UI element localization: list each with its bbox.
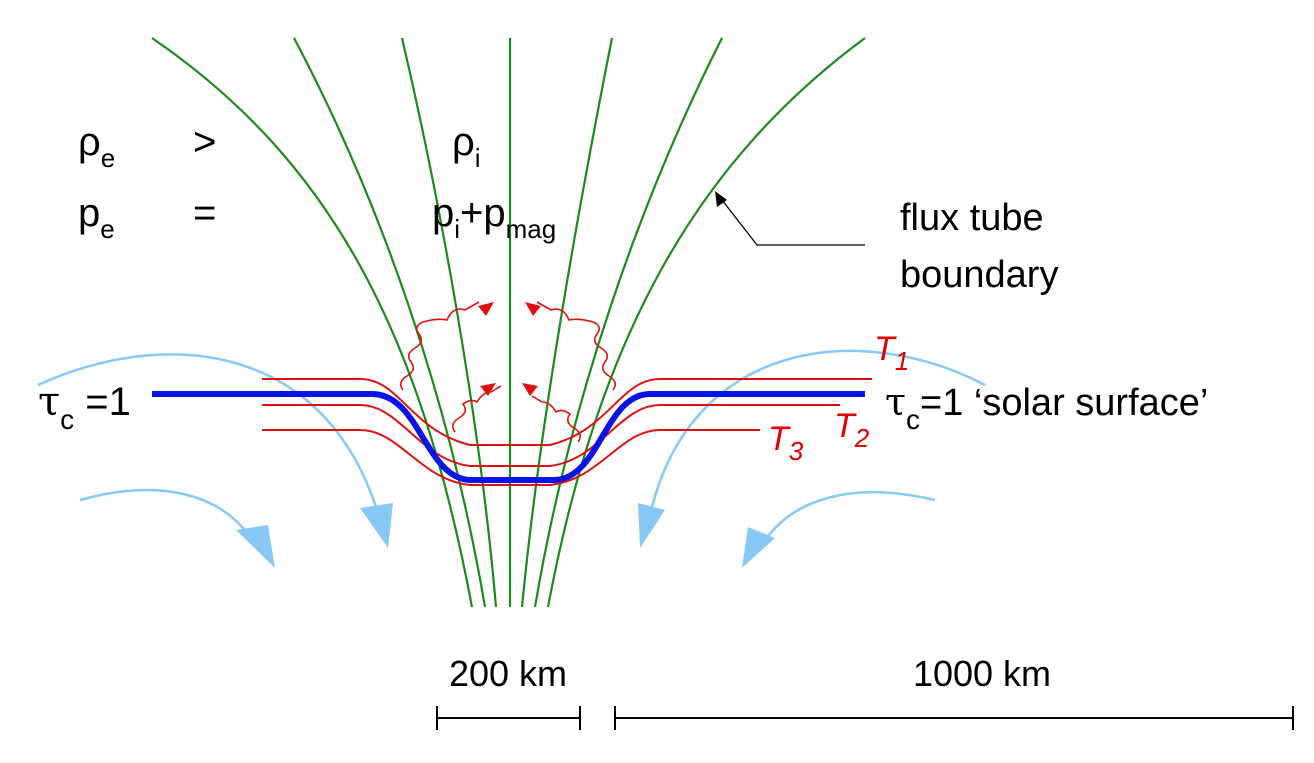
radiation-arrows [399,301,617,443]
flow-arrow [648,349,986,516]
radiation-arrowhead [525,302,541,316]
radiation-wave [536,301,617,391]
convective-flows [37,349,986,568]
optical-depth-unity-surface [152,391,865,483]
field-line [293,37,487,608]
scale-1000km-label: 1000 km [913,653,1051,694]
scale-bar-1000km: 1000 km [614,653,1294,730]
field-line [533,37,723,608]
t1-label: T1 [874,330,909,376]
field-line [151,37,474,608]
t3-label: T3 [768,420,804,466]
flow-arrowhead [236,525,275,568]
flow-arrow [79,488,257,546]
rho-e-symbol: ρe [78,120,115,173]
equals-operator: = [193,191,216,235]
t2-label: T2 [834,407,870,453]
isotherms [262,378,872,486]
radiation-wave [451,385,502,433]
greater-than-operator: > [193,120,216,164]
field-line [400,37,498,608]
radiation-arrowhead [522,383,538,396]
scale-bar-200km: 200 km [436,653,581,730]
isotherm-t3 [262,429,760,486]
flow-arrowhead [638,503,665,548]
flux-tube-boundary-line [546,37,866,608]
boundary-label: boundary [900,254,1058,296]
field-line [520,37,614,608]
tau-c-right-label: τc=1 ‘solar surface’ [885,380,1208,435]
isotherm-t1 [262,378,872,446]
radiation-wave [399,301,480,391]
flux-tube-pointer [715,191,865,246]
p-e-symbol: pe [78,191,115,244]
tau-c-left-label: τc =1 [38,379,131,435]
scale-200km-label: 200 km [449,653,567,694]
flow-arrowhead [742,527,775,568]
radiation-wave [531,395,582,443]
flow-arrow [760,490,936,546]
flux-tube-label: flux tube [900,197,1044,239]
radiation-arrowhead [480,383,496,396]
radiation-arrowhead [478,302,494,316]
flow-arrowhead [360,503,393,548]
magnetic-field-lines [151,37,866,608]
p-i-plus-p-mag: pi+pmag [432,191,556,244]
isotherm-t2 [262,404,840,467]
rho-i-symbol: ρi [452,120,481,173]
pressure-balance-equations: ρe > ρi pe = pi+pmag [78,120,556,244]
flow-arrow [37,353,382,521]
